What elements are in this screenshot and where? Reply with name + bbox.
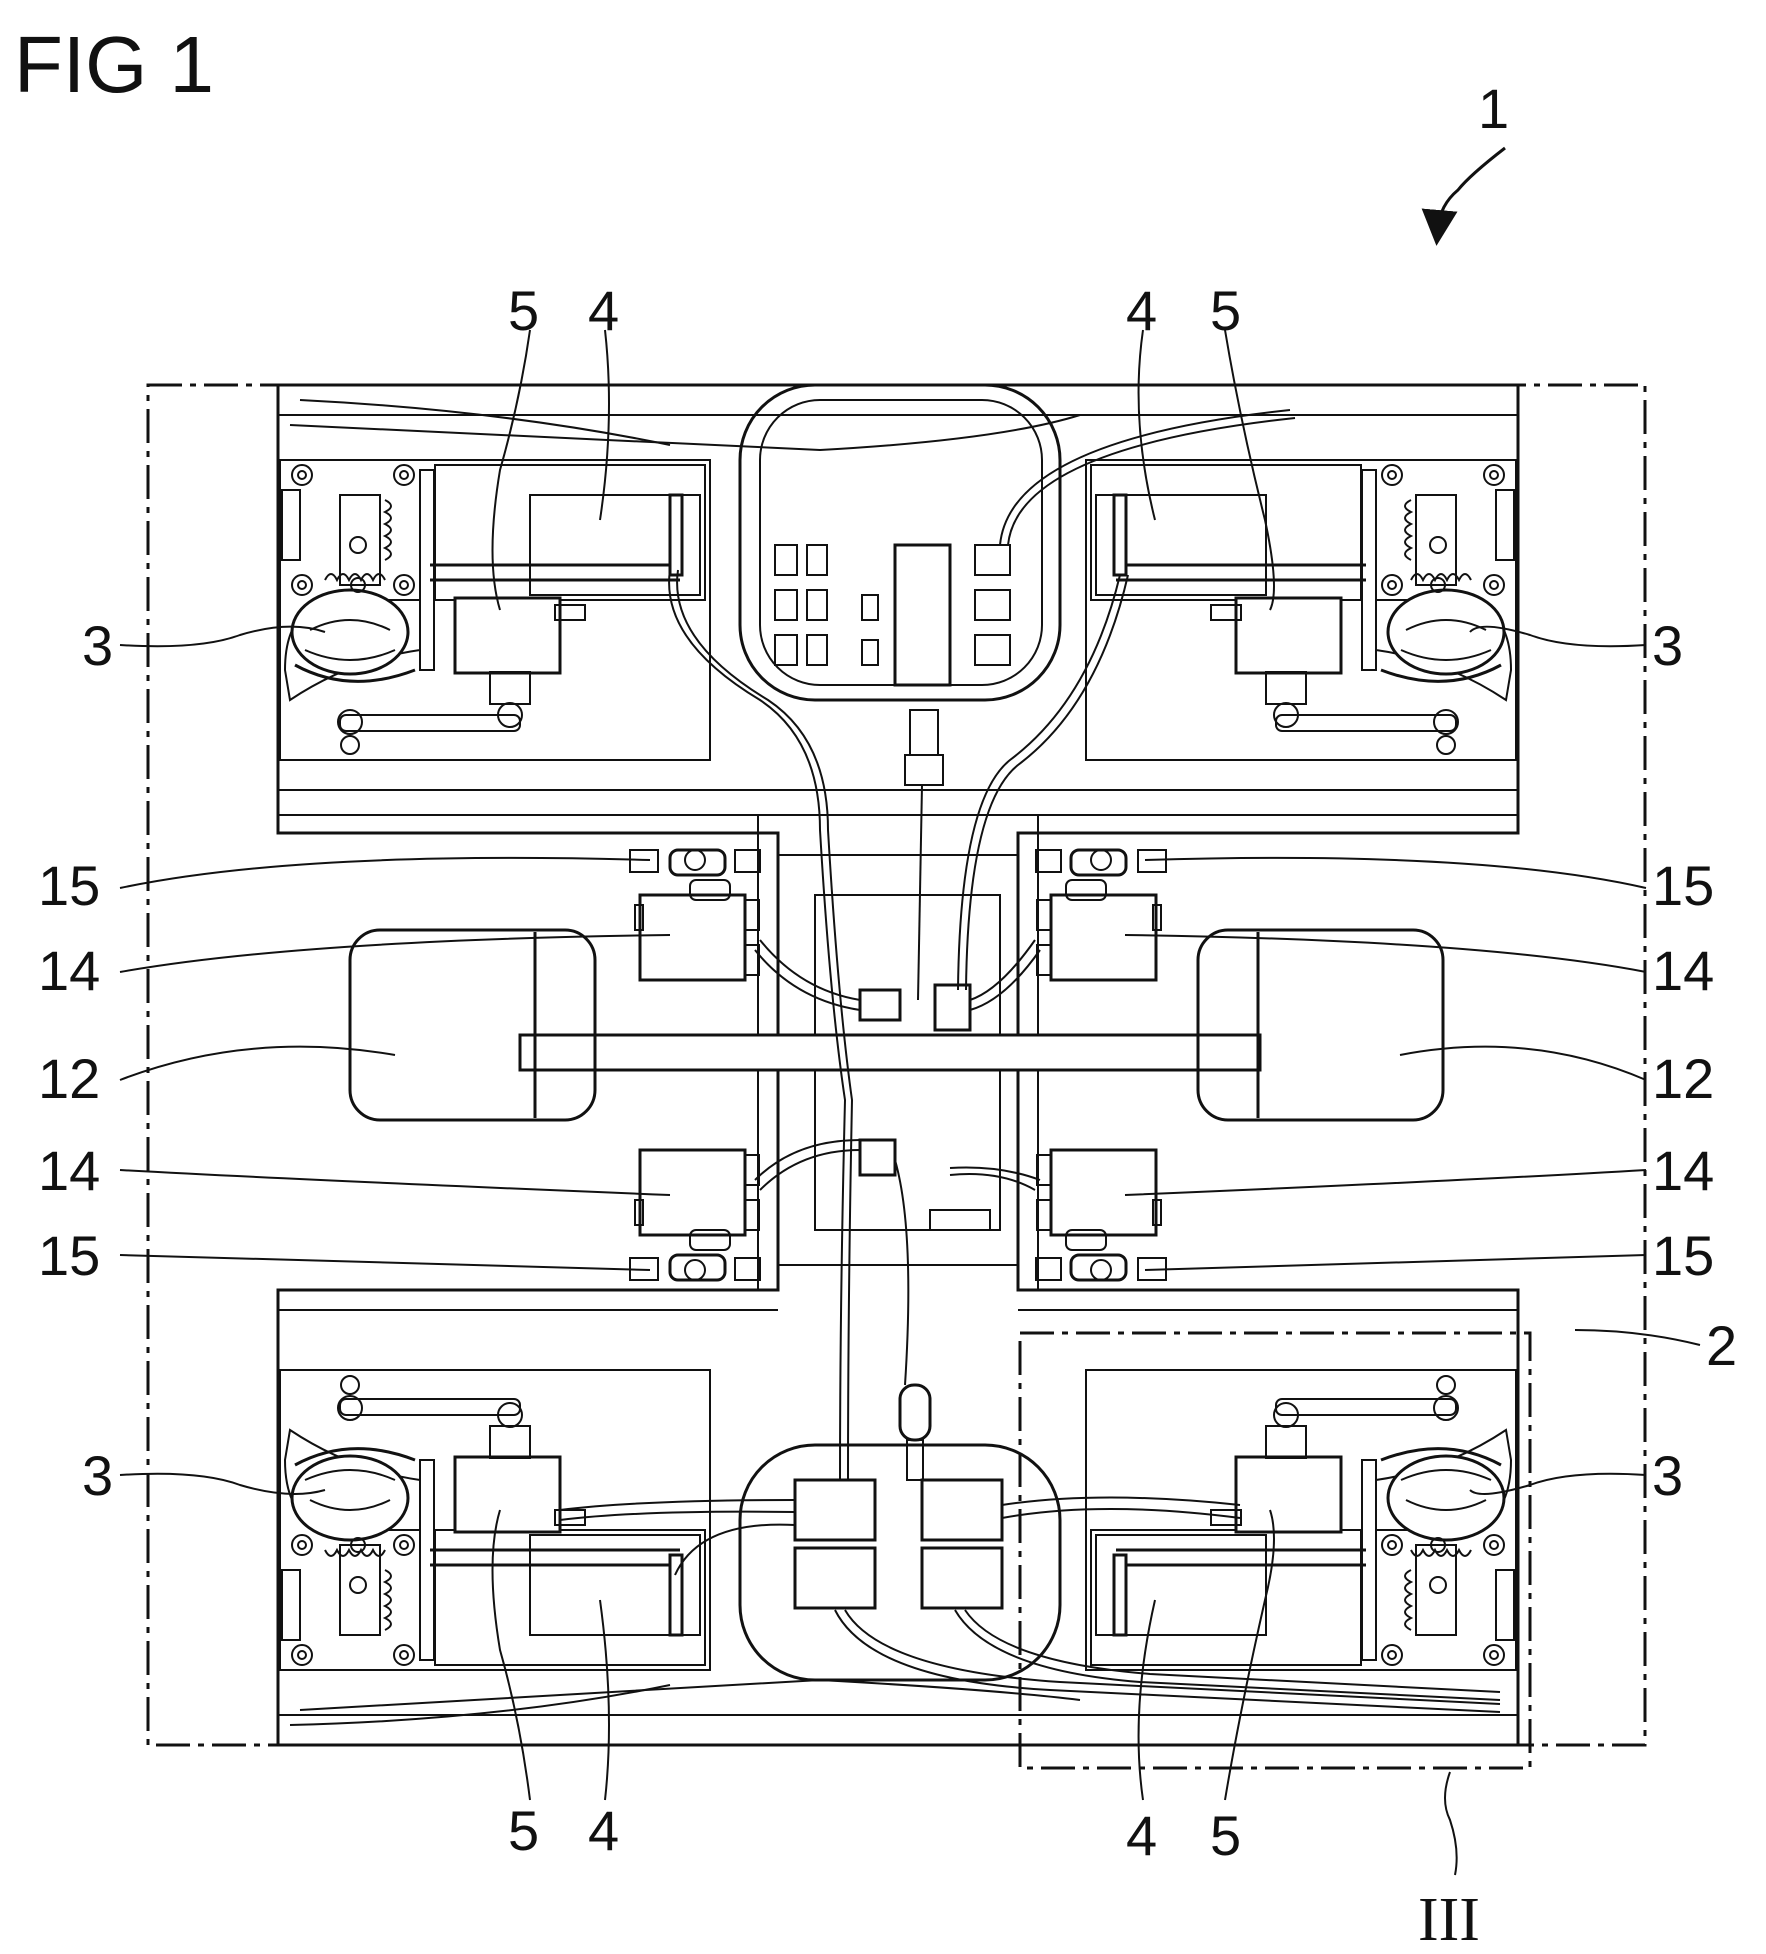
label-wheel-unit-right-top: 3 <box>1652 614 1683 677</box>
label-device: 1 <box>1478 77 1509 140</box>
label-servo-right-top: 14 <box>1652 939 1714 1002</box>
leader-lines <box>119 329 1701 1876</box>
label-motor-top-right: 4 <box>1126 279 1157 342</box>
label-servo-right-bottom: 14 <box>1652 1139 1714 1202</box>
label-servo-left-bottom: 14 <box>38 1139 100 1202</box>
label-steering-actuator-top-left: 5 <box>508 279 539 342</box>
label-hinge-right-top: 15 <box>1652 854 1714 917</box>
top-controller <box>738 383 1062 786</box>
detail-boundary <box>1018 1331 1532 1770</box>
servo-bottom-left <box>628 1148 762 1282</box>
cables <box>559 409 1501 1713</box>
label-wheel-unit-left-bottom: 3 <box>82 1444 113 1507</box>
label-frame: 2 <box>1706 1314 1737 1377</box>
label-steering-actuator-bottom-left: 5 <box>508 1799 539 1862</box>
device-arrow <box>1421 146 1506 246</box>
label-motor-top-left: 4 <box>588 279 619 342</box>
label-hinge-right-bottom: 15 <box>1652 1224 1714 1287</box>
battery-right <box>1196 928 1445 1122</box>
label-hinge-left-bottom: 15 <box>38 1224 100 1287</box>
servo-bottom-right <box>1034 1148 1168 1282</box>
servo-top-left <box>628 848 762 982</box>
label-motor-bottom-right: 4 <box>1126 1804 1157 1867</box>
label-battery-left: 12 <box>38 1047 100 1110</box>
figure-title: FIG 1 <box>14 20 214 109</box>
label-steering-actuator-bottom-right: 5 <box>1210 1804 1241 1867</box>
central-hub <box>814 894 1001 1231</box>
servo-top-right <box>1034 848 1168 982</box>
label-wheel-unit-left-top: 3 <box>82 614 113 677</box>
label-steering-actuator-top-right: 5 <box>1210 279 1241 342</box>
label-motor-bottom-left: 4 <box>588 1799 619 1862</box>
frame-outline <box>276 383 1520 1747</box>
label-servo-left-top: 14 <box>38 939 100 1002</box>
bottom-controller <box>738 1383 1062 1682</box>
wheel-module-bottom-left <box>278 1368 712 1672</box>
label-battery-right: 12 <box>1652 1047 1714 1110</box>
label-detail-ref: III <box>1418 1886 1480 1954</box>
battery-axle <box>518 1033 1262 1072</box>
label-hinge-left-top: 15 <box>38 854 100 917</box>
battery-left <box>348 928 597 1122</box>
label-wheel-unit-right-bottom: 3 <box>1652 1444 1683 1507</box>
